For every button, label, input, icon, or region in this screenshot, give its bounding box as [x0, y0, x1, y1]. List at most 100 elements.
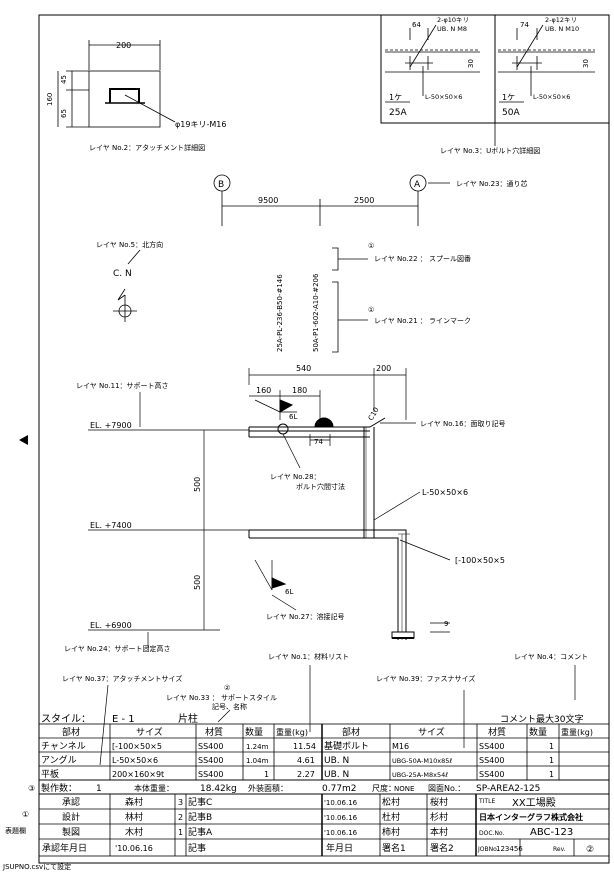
layer28-label-2: ボルト穴間寸法 — [296, 482, 345, 491]
layer5-label: レイヤ No.5：北方向 — [96, 240, 163, 249]
layer16-label: レイヤ No.16：面取り記号 — [420, 419, 506, 428]
bom-header-size-2: サイズ — [418, 726, 445, 738]
footer-note: JSUPNO.csvにて設定 — [2, 862, 71, 871]
bom-cell: 平板 — [41, 768, 59, 780]
grid-lines — [213, 174, 450, 226]
tb-company: 日本インターグラフ株式会社 — [479, 812, 583, 822]
scale-value: NONE — [394, 785, 414, 793]
chamfer-c10: C10 — [367, 406, 381, 422]
dim-540: 540 — [296, 364, 311, 373]
bom-cell: UB. N — [324, 770, 349, 780]
tb-title-value: XX工場殿 — [512, 796, 556, 809]
bom-cell: SS400 — [198, 742, 223, 751]
layer24-label: レイヤ No.24：サポート固定高さ — [64, 644, 171, 653]
bom-cell: チャンネル — [41, 741, 86, 752]
tb-name: 林村 — [125, 811, 143, 823]
bom-cell: M16 — [392, 742, 409, 751]
tb-note: 記事A — [188, 826, 213, 838]
ubolt50-member: L-50×50×6 — [533, 93, 570, 101]
tb-sign2: 本村 — [430, 826, 448, 838]
tb-sign1: 杜村 — [382, 811, 400, 823]
bom-header-qty-2: 数量 — [529, 726, 547, 738]
title-block-side-marker: ① — [22, 810, 29, 819]
layer28-label-1: レイヤ No.28： — [270, 473, 321, 481]
grid-b-label: B — [218, 180, 224, 190]
el-mid: EL. +7400 — [90, 521, 132, 530]
tb-note: 記事B — [188, 811, 212, 823]
bom-cell: 4.61 — [297, 756, 315, 765]
tb-rev: 1 — [178, 828, 183, 837]
ubolt50-bolt: UB. N M10 — [545, 25, 579, 33]
bom-cell: 200×160×9t — [112, 770, 164, 779]
dim-200: 200 — [376, 364, 391, 373]
attach-hole-note: φ19キリ-M16 — [175, 120, 226, 129]
bom-header-member-2: 部材 — [342, 726, 360, 738]
layer23-label: レイヤ No.23：通り芯 — [456, 179, 528, 188]
tb-role: 設計 — [62, 811, 80, 823]
spool-marker-22: ① — [368, 242, 374, 250]
bom-cell: 2.27 — [297, 770, 315, 779]
layer2-label: レイヤ No.2：アタッチメント詳細図 — [89, 143, 205, 152]
layer4-label: レイヤ No.4：コメント — [514, 653, 588, 661]
bom-cell: SS400 — [479, 742, 504, 751]
bom-cell: SS400 — [479, 770, 504, 779]
layer1-label: レイヤ No.1：材料リスト — [268, 652, 349, 661]
layer37-label: レイヤ No.37：アタッチメントサイズ — [62, 674, 182, 683]
tb-rev: 3 — [178, 798, 183, 807]
tb-title-label: TITLE — [478, 798, 495, 805]
bom-cell: UBG-25A-M8x54ℓ — [392, 771, 448, 779]
tb-note: 記事C — [188, 796, 212, 808]
bom-cell: 基礎ボルト — [324, 740, 369, 752]
grid-a-label: A — [414, 180, 421, 190]
style-name: 片柱 — [178, 712, 198, 725]
tb-date: '10.06.16 — [324, 799, 358, 807]
bom-cell: 1 — [549, 742, 554, 751]
tb-note: 記事 — [188, 842, 206, 854]
attach-dim-top: 45 — [60, 75, 68, 84]
bom-cell: アングル — [41, 754, 77, 766]
bom-cell: UBG-50A-M10x85ℓ — [392, 757, 452, 765]
weld-6l-top: 6L — [289, 413, 297, 421]
ubolt50-size: 50A — [502, 108, 520, 118]
drawing-no-label: 図面No.： — [428, 784, 465, 793]
layer33-marker: ② — [224, 684, 230, 692]
bom-header-material-1: 材質 — [205, 726, 223, 738]
bom-cell: 1 — [264, 770, 269, 779]
area-label: 外装面積： — [248, 783, 288, 793]
attach-dim-height: 160 — [46, 93, 54, 106]
tb-name: 森村 — [125, 796, 143, 808]
title-block-side-label: 表題欄 — [5, 826, 26, 835]
bom-header-member-1: 部材 — [62, 726, 80, 738]
summary-marker: ③ — [28, 784, 35, 793]
bom-cell: L-50×50×6 — [112, 756, 158, 765]
layer21-label: レイヤ No.21 ： ラインマーク — [374, 317, 471, 325]
bom-cell: 1.04m — [246, 757, 269, 765]
attachment-detail — [57, 40, 176, 128]
layer27-label: レイヤ No.27：溶接記号 — [266, 612, 345, 621]
bom-cell: [-100×50×5 — [112, 742, 162, 751]
weld-6l-bottom: 6L — [285, 588, 293, 596]
bom-header-weight-1: 重量(kg) — [276, 727, 308, 737]
tb-name: '10.06.16 — [115, 844, 153, 853]
dim-180: 180 — [292, 386, 307, 395]
bom-cell: SS400 — [198, 756, 223, 765]
tb-sign1: 松村 — [382, 796, 400, 808]
tb-sign2: 署名2 — [430, 842, 454, 854]
dim-500-top: 500 — [193, 477, 202, 492]
tb-sign2: 杉村 — [430, 811, 448, 823]
spool-leaders — [332, 247, 368, 353]
area-value: 0.77m2 — [322, 784, 357, 794]
tb-sign1: 署名1 — [382, 842, 406, 854]
layer22-label: レイヤ No.22 ： スプール図番 — [374, 255, 471, 263]
tb-date: '10.06.16 — [324, 814, 358, 822]
ubolt50-dim: 74 — [520, 21, 529, 29]
qty-value: 1 — [96, 784, 102, 794]
ubolt25-hole: 2-φ10キリ — [437, 16, 469, 24]
tb-role: 承認年月日 — [42, 842, 87, 854]
layer39-label: レイヤ No.39：ファスナサイズ — [376, 674, 475, 683]
bom-header-weight-2: 重量(kg) — [561, 727, 593, 737]
dim-9: 9 — [444, 620, 448, 628]
attach-dim-width: 200 — [116, 41, 131, 50]
bom-header-size-1: サイズ — [136, 726, 163, 738]
